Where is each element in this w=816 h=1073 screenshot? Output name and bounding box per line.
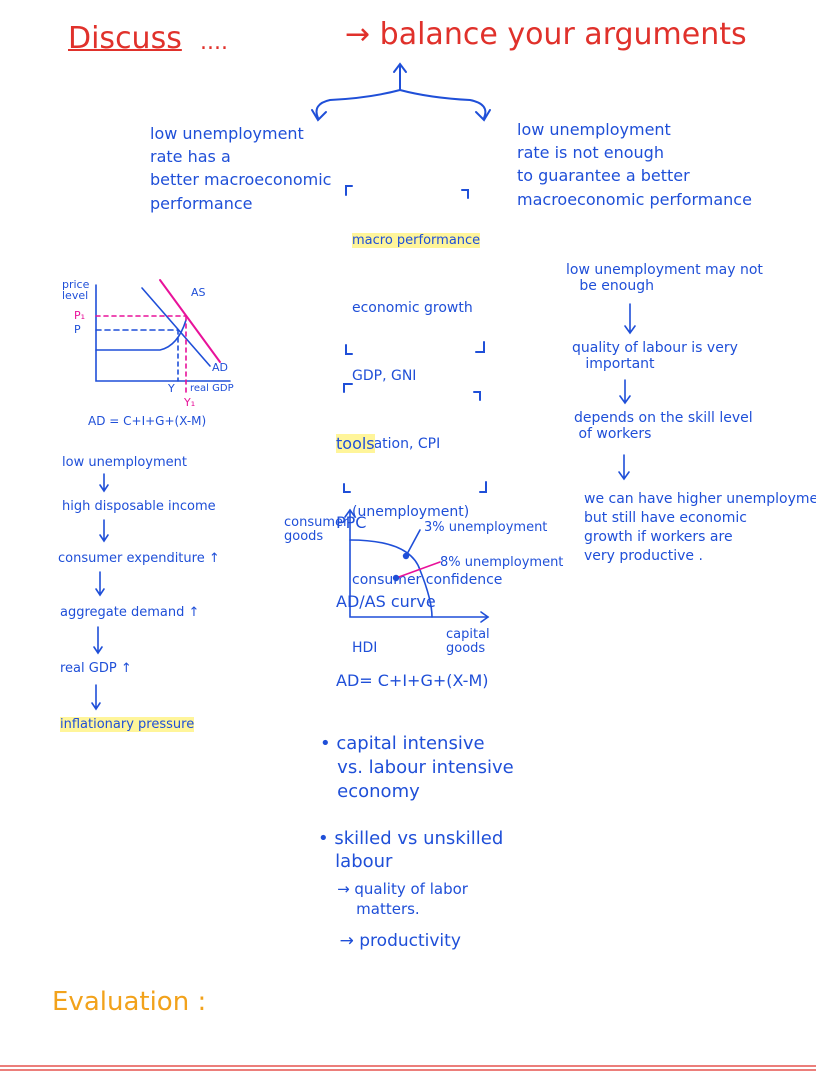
tools-item: AD= C+I+G+(X-M) (336, 671, 489, 691)
as-curve-flat (95, 319, 187, 351)
tools-heading: tools (336, 433, 375, 453)
evaluation-heading: Evaluation : (52, 987, 207, 1017)
ppc-chart (344, 508, 490, 623)
ad1-curve (159, 279, 221, 363)
tools-list: tools PPC AD/AS curve AD= C+I+G+(X-M) (336, 378, 489, 721)
macro-performance-list: macro performance economic growth GDP, G… (352, 185, 502, 682)
adas-y1-label: Y₁ (184, 396, 196, 409)
branch-right-head (475, 109, 491, 122)
bracket-corner (473, 391, 481, 401)
ppc-curve (349, 539, 433, 618)
ppc-axes (349, 509, 489, 618)
branch-left (315, 89, 401, 119)
tools-item: AD/AS curve (336, 592, 436, 612)
macro-item: GDP, GNI (352, 367, 417, 384)
adas-p-label: P (74, 323, 81, 336)
right-chain-arrows (618, 303, 636, 481)
ad-curve (141, 287, 211, 367)
discuss-heading: Discuss (68, 21, 182, 56)
ppc-point-8pct (392, 574, 400, 582)
left-chain-highlight: inflationary pressure (60, 717, 195, 732)
adas-chart (95, 279, 231, 396)
branch-left-head (311, 109, 327, 122)
ppc-point-a-label: 3% unemployment (424, 520, 548, 535)
adas-p1-label: P₁ (74, 309, 86, 322)
bullet-capital-labour: • capital intensive vs. labour intensive… (320, 733, 514, 802)
right-chain-item: low unemployment may not be enough (566, 262, 763, 295)
left-chain-item: real GDP ↑ (60, 661, 132, 676)
left-chain-item: aggregate demand ↑ (60, 605, 200, 620)
adas-y-label: price level (62, 278, 90, 302)
adas-ad-label: AD (212, 361, 228, 374)
right-chain-item: depends on the skill level of workers (574, 410, 753, 443)
ppc-point-b-label: 8% unemployment (440, 555, 564, 570)
bracket-corner (343, 483, 351, 493)
right-claim: low unemployment rate is not enough to g… (517, 120, 752, 209)
point-b-leader (395, 561, 441, 579)
left-claim: low unemployment rate has a better macro… (150, 124, 332, 213)
right-chain-item: we can have higher unemployment but stil… (584, 491, 816, 564)
adas-y-value: Y (168, 382, 175, 395)
left-chain-item: inflationary pressure (60, 717, 195, 733)
bullet-productivity: → productivity (318, 931, 461, 951)
bracket-corner (345, 185, 353, 196)
balance-arguments-heading: → balance your arguments (345, 17, 747, 52)
left-chain-item: low unemployment (62, 455, 187, 470)
ad-formula: AD = C+I+G+(X-M) (88, 414, 207, 428)
macro-item: economic growth (352, 299, 473, 316)
bullet-quality: → quality of labor matters. (337, 880, 468, 918)
discuss-dots: .... (200, 30, 228, 55)
adas-as-label: AS (191, 286, 206, 299)
left-chain-item: consumer expenditure ↑ (58, 551, 220, 566)
bracket-corner (345, 344, 353, 355)
left-chain-arrows (91, 473, 109, 711)
ppc-x-label: capital goods (446, 627, 490, 656)
right-chain-item: quality of labour is very important (572, 340, 738, 373)
bracket-corner (461, 189, 469, 199)
adas-real-gdp-label: real GDP (190, 383, 234, 394)
left-chain-item: high disposable income (62, 499, 216, 514)
bracket-corner (479, 481, 487, 493)
macro-heading: macro performance (352, 233, 481, 249)
ppc-y-label: consumer goods (284, 515, 349, 544)
macro-item: HDI (352, 639, 378, 656)
bracket-corner (475, 341, 485, 353)
tools-item: PPC (336, 512, 367, 532)
ppc-point-3pct (402, 552, 410, 560)
point-a-leader (405, 529, 421, 557)
bracket-corner (343, 383, 353, 393)
branch-right (399, 89, 487, 119)
macro-item: (unemployment) (352, 503, 470, 520)
branch-head (393, 62, 407, 73)
bullet-skilled: • skilled vs unskilled labour (318, 828, 504, 872)
